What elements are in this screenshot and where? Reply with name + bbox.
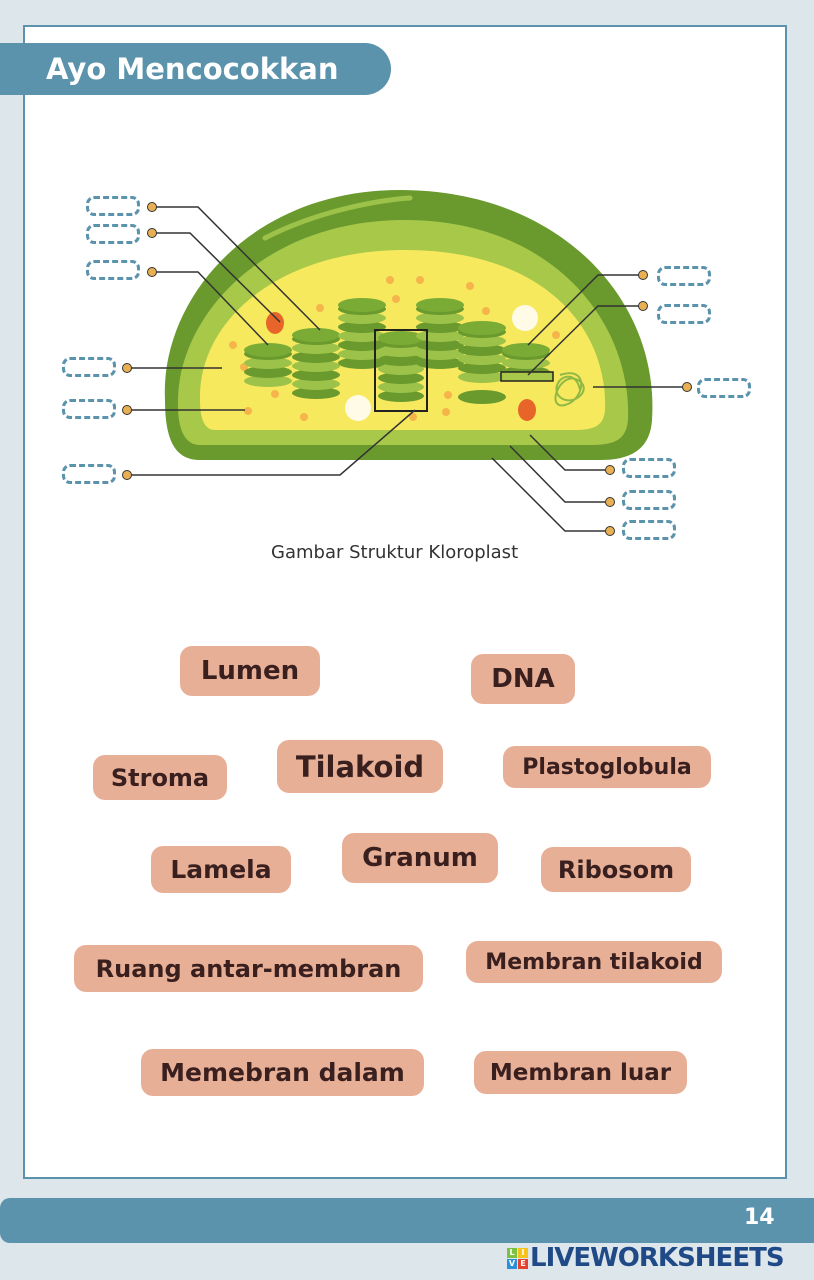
word-chip-granum[interactable]: Granum <box>342 833 498 883</box>
drop-zone-4[interactable] <box>62 357 116 377</box>
thylakoid-disc <box>458 353 506 365</box>
granum-highlight-box <box>374 329 428 412</box>
liveworksheets-logo[interactable]: L I V E LIVEWORKSHEETS <box>507 1243 785 1273</box>
word-chip-plastoglobula[interactable]: Plastoglobula <box>503 746 711 788</box>
drop-zone-11[interactable] <box>622 490 676 510</box>
thylakoid-membrane-highlight <box>500 371 554 382</box>
drop-zone-12[interactable] <box>622 520 676 540</box>
thylakoid-disc <box>378 354 424 366</box>
thylakoid-disc <box>458 344 506 356</box>
thylakoid-disc <box>378 381 424 393</box>
granum-top <box>502 343 550 357</box>
drop-zone-10[interactable] <box>622 458 676 478</box>
footer-bar <box>0 1198 814 1243</box>
word-chip-tilakoid[interactable]: Tilakoid <box>277 740 443 793</box>
word-chip-membran-tilakoid[interactable]: Membran tilakoid <box>466 941 722 983</box>
thylakoid-disc <box>378 345 424 357</box>
word-chip-ruang-antar-membran[interactable]: Ruang antar-membran <box>74 945 423 992</box>
red-body-2 <box>518 399 536 421</box>
thylakoid-disc <box>378 363 424 375</box>
liveworksheets-brand-text: LIVEWORKSHEETS <box>530 1243 785 1273</box>
thylakoid-disc <box>458 371 506 383</box>
word-chip-ribosom[interactable]: Ribosom <box>541 847 691 892</box>
leader-lines <box>127 206 687 532</box>
thylakoid-disc <box>292 342 340 354</box>
liveworksheets-logo-icon: L I V E <box>507 1247 528 1269</box>
word-chip-memebran-dalam[interactable]: Memebran dalam <box>141 1049 424 1096</box>
thylakoid-disc <box>458 335 506 347</box>
outer-membrane-highlight <box>262 195 413 241</box>
granum-top <box>416 298 464 312</box>
title-banner <box>0 43 391 95</box>
thylakoid-disc <box>378 390 424 402</box>
dna-strand <box>554 372 585 407</box>
diagram-caption: Gambar Struktur Kloroplast <box>271 542 519 563</box>
thylakoid-disc <box>292 351 340 363</box>
drop-zone-5[interactable] <box>62 399 116 419</box>
word-chip-lumen[interactable]: Lumen <box>180 646 320 696</box>
granum-top <box>244 343 292 357</box>
word-chip-stroma[interactable]: Stroma <box>93 755 227 800</box>
thylakoid-disc <box>338 312 386 324</box>
page-title: Ayo Mencocokkan <box>46 52 339 86</box>
starch-grain-2 <box>512 305 538 331</box>
granum-top <box>292 328 340 342</box>
word-chip-dna[interactable]: DNA <box>471 654 575 704</box>
thylakoid-disc <box>292 369 340 381</box>
drop-zone-8[interactable] <box>657 304 711 324</box>
thylakoid-disc <box>378 372 424 384</box>
word-chip-lamela[interactable]: Lamela <box>151 846 291 893</box>
granum-top <box>338 298 386 312</box>
drop-zone-6[interactable] <box>62 464 116 484</box>
thylakoid-disc <box>244 375 292 387</box>
connector-dots <box>122 202 692 536</box>
thylakoid-disc <box>292 378 340 390</box>
chloroplast-diagram <box>122 190 692 536</box>
grana-stacks <box>244 298 554 404</box>
starch-grain-1 <box>345 395 371 421</box>
drop-zone-7[interactable] <box>657 266 711 286</box>
granum-top <box>458 321 506 335</box>
lamella-disc <box>458 390 506 404</box>
thylakoid-disc <box>244 357 292 369</box>
drop-zone-1[interactable] <box>86 196 140 216</box>
thylakoid-disc <box>292 387 340 399</box>
drop-zone-3[interactable] <box>86 260 140 280</box>
drop-zone-9[interactable] <box>697 378 751 398</box>
red-body-1 <box>266 312 284 334</box>
thylakoid-disc <box>292 360 340 372</box>
thylakoid-disc <box>458 362 506 374</box>
thylakoid-disc <box>244 366 292 378</box>
plastoglobule-dots <box>229 276 560 421</box>
page-number: 14 <box>744 1205 775 1230</box>
granum-top <box>378 331 424 345</box>
drop-zone-2[interactable] <box>86 224 140 244</box>
word-chip-membran-luar[interactable]: Membran luar <box>474 1051 687 1094</box>
thylakoid-disc <box>416 312 464 324</box>
